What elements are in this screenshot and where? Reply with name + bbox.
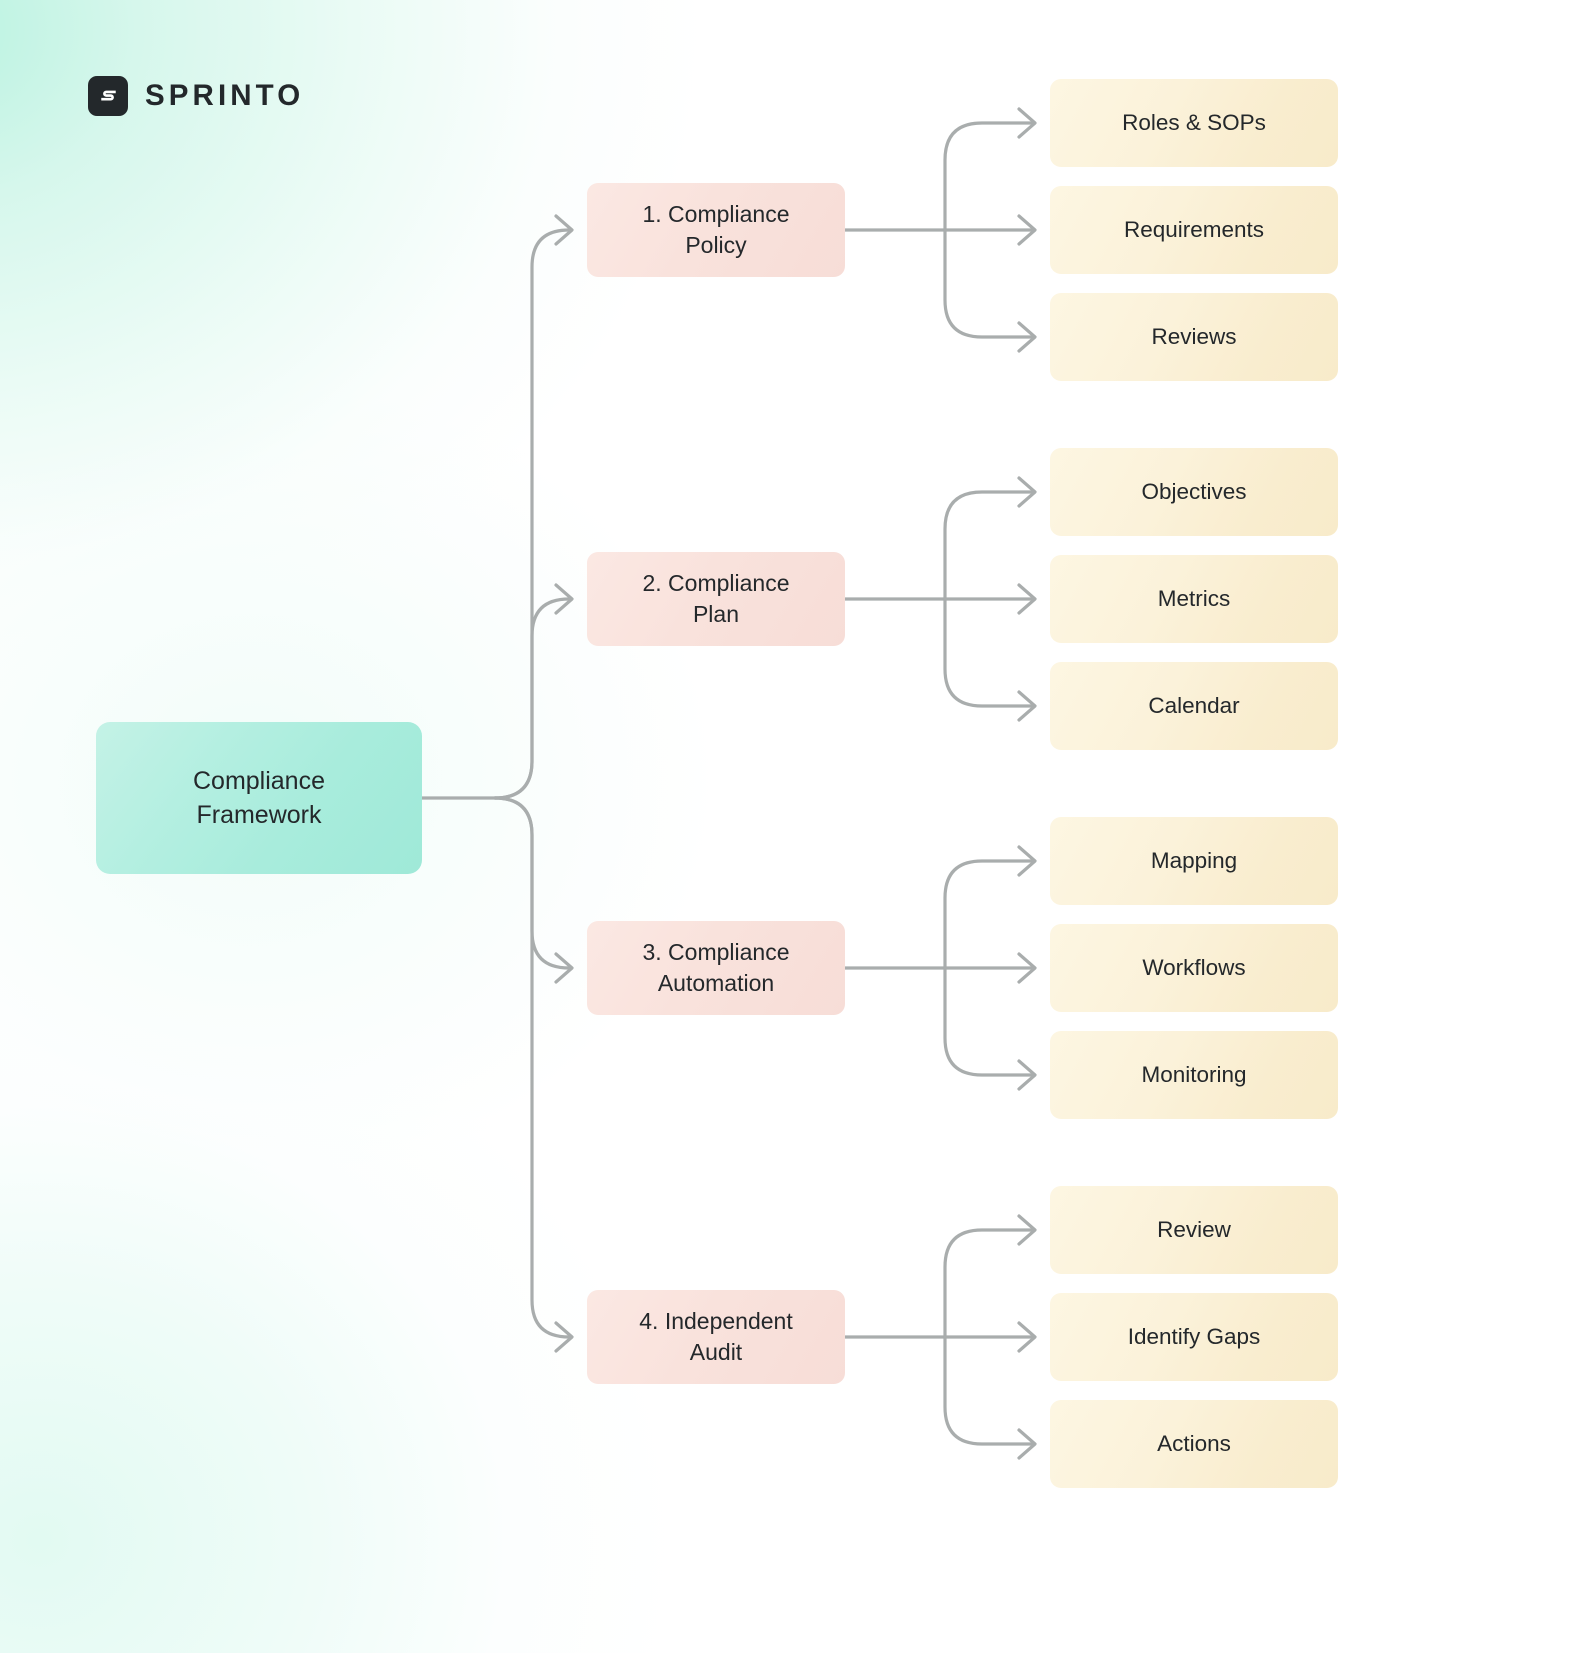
- node-reviews[interactable]: Reviews: [1050, 293, 1338, 381]
- node-requirements[interactable]: Requirements: [1050, 186, 1338, 274]
- arrowhead-leaf-3-2: [1017, 952, 1037, 984]
- connector-b1-c3: [943, 228, 1034, 339]
- arrowhead-branch-2: [554, 583, 574, 615]
- arrowhead-leaf-3-1: [1017, 845, 1037, 877]
- node-objectives[interactable]: Objectives: [1050, 448, 1338, 536]
- arrowhead-leaf-2-1: [1017, 476, 1037, 508]
- arrowhead-leaf-1-3: [1017, 321, 1037, 353]
- node-label: Compliance Framework: [192, 766, 325, 829]
- connector-b2-c3: [943, 597, 1034, 708]
- arrowhead-leaf-4-2: [1017, 1321, 1037, 1353]
- node-label: Requirements: [1123, 216, 1265, 242]
- node-compliance-automation[interactable]: 3. Compliance Automation: [587, 921, 845, 1015]
- arrowhead-leaf-4-3: [1017, 1428, 1037, 1460]
- node-label: 3. Compliance Automation: [642, 938, 790, 997]
- node-metrics[interactable]: Metrics: [1050, 555, 1338, 643]
- node-label: Monitoring: [1141, 1061, 1247, 1087]
- node-label: 2. Compliance Plan: [642, 569, 790, 628]
- node-label: Reviews: [1151, 323, 1237, 349]
- node-compliance-plan[interactable]: 2. Compliance Plan: [587, 552, 845, 646]
- sprinto-wordmark: SPRINTO: [145, 79, 305, 113]
- node-independent-audit[interactable]: 4. Independent Audit: [587, 1290, 845, 1384]
- node-label: Actions: [1157, 1430, 1231, 1456]
- node-compliance-framework[interactable]: Compliance Framework: [96, 722, 422, 874]
- node-label: Roles & SOPs: [1122, 109, 1266, 135]
- node-identify-gaps[interactable]: Identify Gaps: [1050, 1293, 1338, 1381]
- node-label: Mapping: [1150, 847, 1238, 873]
- arrowhead-branch-1: [554, 214, 574, 246]
- connector-b1-c1: [943, 121, 1034, 232]
- node-monitoring[interactable]: Monitoring: [1050, 1031, 1338, 1119]
- connector-spine-down: [493, 796, 571, 970]
- sprinto-logo[interactable]: SPRINTO: [88, 76, 304, 116]
- connector-b3-c1: [943, 859, 1034, 970]
- arrowhead-leaf-2-3: [1017, 690, 1037, 722]
- arrowhead-leaf-2-2: [1017, 583, 1037, 615]
- node-workflows[interactable]: Workflows: [1050, 924, 1338, 1012]
- node-label: Identify Gaps: [1127, 1323, 1261, 1349]
- node-label: Workflows: [1142, 954, 1246, 980]
- node-label: Review: [1157, 1216, 1231, 1242]
- arrowhead-leaf-1-1: [1017, 107, 1037, 139]
- connector-b4-c1: [943, 1228, 1034, 1339]
- node-label: Objectives: [1141, 478, 1247, 504]
- connector-b4-c3: [943, 1335, 1034, 1446]
- connector-spine-down2: [493, 796, 571, 1339]
- arrowhead-branch-4: [554, 1321, 574, 1353]
- node-label: 1. Compliance Policy: [642, 200, 790, 259]
- connector-spine-up2: [493, 597, 571, 800]
- node-mapping[interactable]: Mapping: [1050, 817, 1338, 905]
- arrowhead-leaf-3-3: [1017, 1059, 1037, 1091]
- node-label: 4. Independent Audit: [639, 1307, 793, 1366]
- node-review[interactable]: Review: [1050, 1186, 1338, 1274]
- sprinto-logo-mark-icon: [88, 76, 128, 116]
- node-label: Metrics: [1157, 585, 1231, 611]
- connector-b3-c3: [943, 966, 1034, 1077]
- connector-spine-up: [493, 228, 571, 800]
- node-compliance-policy[interactable]: 1. Compliance Policy: [587, 183, 845, 277]
- node-roles-and-sops[interactable]: Roles & SOPs: [1050, 79, 1338, 167]
- node-label: Calendar: [1148, 692, 1240, 718]
- connector-b2-c1: [943, 490, 1034, 601]
- arrowhead-leaf-1-2: [1017, 214, 1037, 246]
- node-actions[interactable]: Actions: [1050, 1400, 1338, 1488]
- arrowhead-branch-3: [554, 952, 574, 984]
- node-calendar[interactable]: Calendar: [1050, 662, 1338, 750]
- arrowhead-leaf-4-1: [1017, 1214, 1037, 1246]
